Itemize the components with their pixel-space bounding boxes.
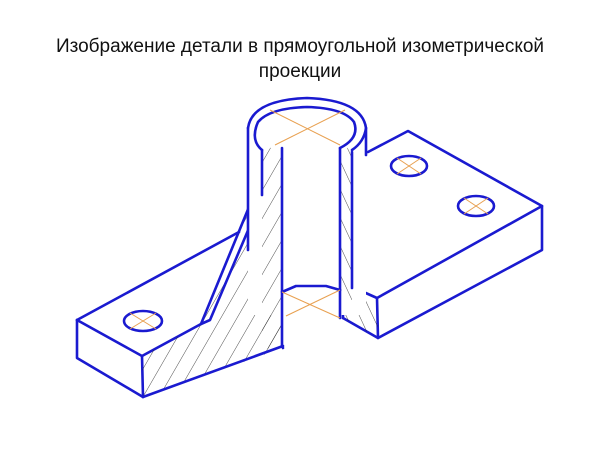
right-flange [341, 129, 544, 340]
title-line-1: Изображение детали в прямоугольной изоме… [55, 36, 545, 57]
mounting-hole-right-2 [456, 194, 496, 218]
page-title: Изображение детали в прямоугольной изоме… [0, 34, 600, 84]
mounting-hole-left [122, 309, 164, 333]
mounting-hole-right-1 [389, 154, 429, 178]
vertical-tube [246, 96, 368, 350]
title-line-2: проекции [258, 61, 342, 82]
